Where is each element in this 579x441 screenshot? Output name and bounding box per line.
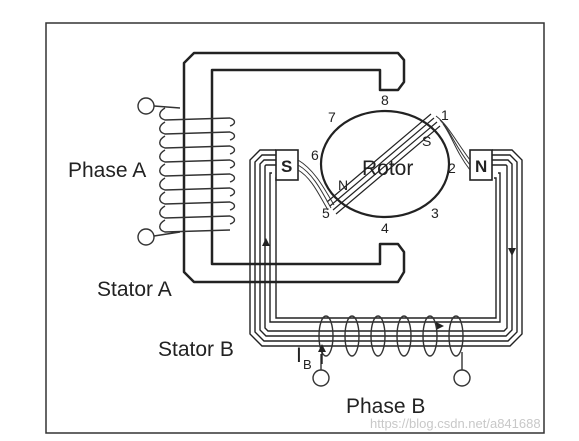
phase-b-label: Phase B [346,395,425,418]
stator-a-label: Stator A [97,278,172,301]
diagram-frame [45,22,545,434]
phase-a-terminal-top [137,97,155,115]
phase-a-terminal-bottom [137,228,155,246]
rotor-label: Rotor [362,157,413,180]
rotor-body [319,109,451,219]
position-5: 5 [322,205,330,221]
phase-b-terminal-right [453,369,471,387]
position-4: 4 [381,220,389,236]
rotor-magnet [326,113,441,215]
position-8: 8 [381,92,389,108]
position-1: 1 [441,107,449,123]
phase-b-terminal-left [312,369,330,387]
pole-left-letter: S [281,157,292,176]
phase-a-lead-bottom [153,231,181,237]
pole-right-letter: N [475,157,487,176]
rotor-pole-s: S [422,133,431,149]
phase-b-coil [318,315,464,357]
watermark: https://blog.csdn.net/a841688 [370,416,541,431]
position-6: 6 [311,147,319,163]
stator-b-label: Stator B [158,338,234,361]
current-arrow-head [318,344,326,352]
flux-lines [297,115,471,211]
current-label-subscript: B [303,357,312,372]
phase-a-lead-top [153,105,181,109]
rotor-pole-n: N [338,177,348,193]
position-7: 7 [328,109,336,125]
current-label: I [296,344,302,367]
flux-arrows [262,238,516,330]
position-3: 3 [431,205,439,221]
position-2: 2 [448,160,456,176]
phase-a-label: Phase A [68,159,146,182]
stator-a-core [182,51,406,284]
phase-a-coil [159,107,236,233]
